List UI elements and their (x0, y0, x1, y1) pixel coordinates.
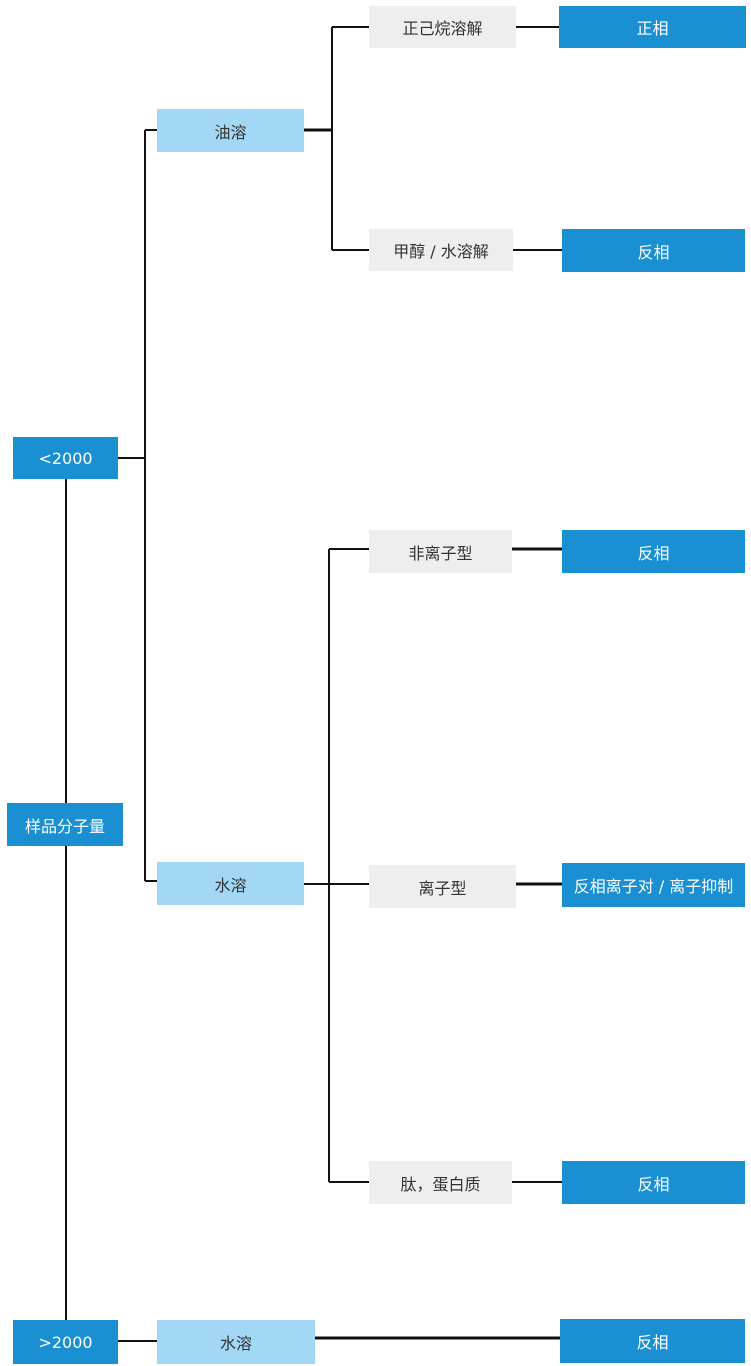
result-normal-phase-label: 正相 (636, 19, 669, 38)
gt2000-label: >2000 (38, 1332, 93, 1352)
result-ion-pair-label: 反相离子对 / 离子抑制 (573, 877, 734, 896)
oil-soluble-node: 油溶 (157, 109, 304, 152)
result-reverse-phase-nonionic: 反相 (562, 530, 745, 573)
result-reverse-phase-nonionic-label: 反相 (637, 543, 670, 563)
result-reverse-phase-large-label: 反相 (636, 1333, 669, 1352)
methanol-water-node: 甲醇 / 水溶解 (369, 229, 513, 271)
lt2000-label: <2000 (38, 448, 93, 468)
gt2000-node: >2000 (13, 1320, 118, 1364)
result-reverse-phase-peptide: 反相 (562, 1161, 745, 1204)
peptide-protein-label: 肽，蛋白质 (400, 1174, 481, 1194)
ionic-node: 离子型 (369, 865, 516, 908)
water-soluble-label: 水溶 (214, 875, 247, 895)
result-normal-phase: 正相 (559, 6, 746, 48)
result-reverse-phase-large: 反相 (560, 1319, 745, 1363)
nonionic-label: 非离子型 (408, 543, 473, 563)
root-node: 样品分子量 (7, 803, 123, 846)
water-soluble-node: 水溶 (157, 862, 304, 905)
root-label: 样品分子量 (24, 816, 105, 836)
hexane-node: 正己烷溶解 (369, 6, 516, 48)
methanol-water-label: 甲醇 / 水溶解 (393, 242, 489, 261)
hexane-label: 正己烷溶解 (402, 19, 483, 38)
result-reverse-phase-peptide-label: 反相 (637, 1174, 670, 1194)
peptide-protein-node: 肽，蛋白质 (369, 1161, 512, 1204)
water-soluble-large-label: 水溶 (219, 1334, 252, 1353)
water-soluble-large-node: 水溶 (157, 1320, 315, 1364)
result-reverse-phase-methanol: 反相 (562, 229, 745, 272)
result-ion-pair: 反相离子对 / 离子抑制 (562, 863, 745, 907)
oil-soluble-label: 油溶 (214, 122, 247, 142)
result-reverse-phase-methanol-label: 反相 (637, 242, 670, 262)
nonionic-node: 非离子型 (369, 530, 512, 573)
ionic-label: 离子型 (418, 878, 467, 898)
lt2000-node: <2000 (13, 437, 118, 479)
